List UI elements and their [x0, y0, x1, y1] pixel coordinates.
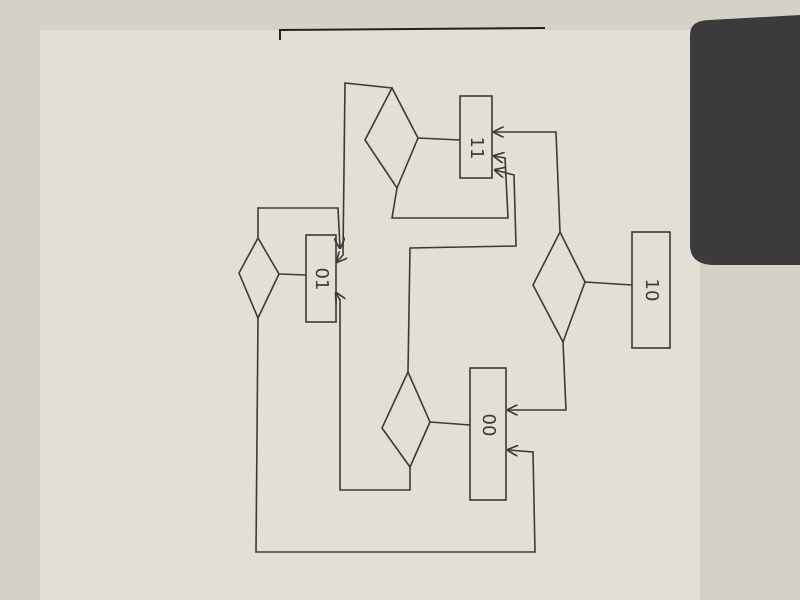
edge-diamond00-to-01 — [336, 293, 411, 491]
state-label-11: 11 — [466, 137, 487, 160]
state-label-00: 00 — [478, 414, 499, 437]
state-box-00 — [469, 367, 507, 501]
flowchart-drawing — [238, 82, 671, 553]
edge-diamond11-to-01 — [337, 82, 393, 262]
state-box-11 — [459, 95, 493, 179]
state-box-10 — [631, 231, 671, 349]
edge-01-to-diamond — [278, 273, 307, 276]
state-box-01 — [305, 234, 337, 323]
edge-diamond01-to-01 — [257, 207, 340, 248]
paper-sheet — [40, 30, 700, 600]
edge-diamond01-to-00 — [255, 317, 536, 553]
edge-10-to-diamond — [584, 281, 633, 286]
edge-00-to-diamond — [429, 421, 471, 426]
state-label-01: 01 — [311, 268, 332, 291]
edge-11-to-diamond — [417, 137, 461, 141]
state-label-10: 10 — [641, 279, 662, 302]
dark-shadow-object — [690, 15, 800, 265]
edge-diamond10-to-00 — [508, 341, 567, 410]
paper-edge-line — [279, 27, 546, 40]
edge-diamond10-to-11 — [494, 132, 561, 233]
edge-diamond11-to-11 — [391, 156, 509, 219]
edge-diamond00-to-11 — [407, 170, 517, 373]
